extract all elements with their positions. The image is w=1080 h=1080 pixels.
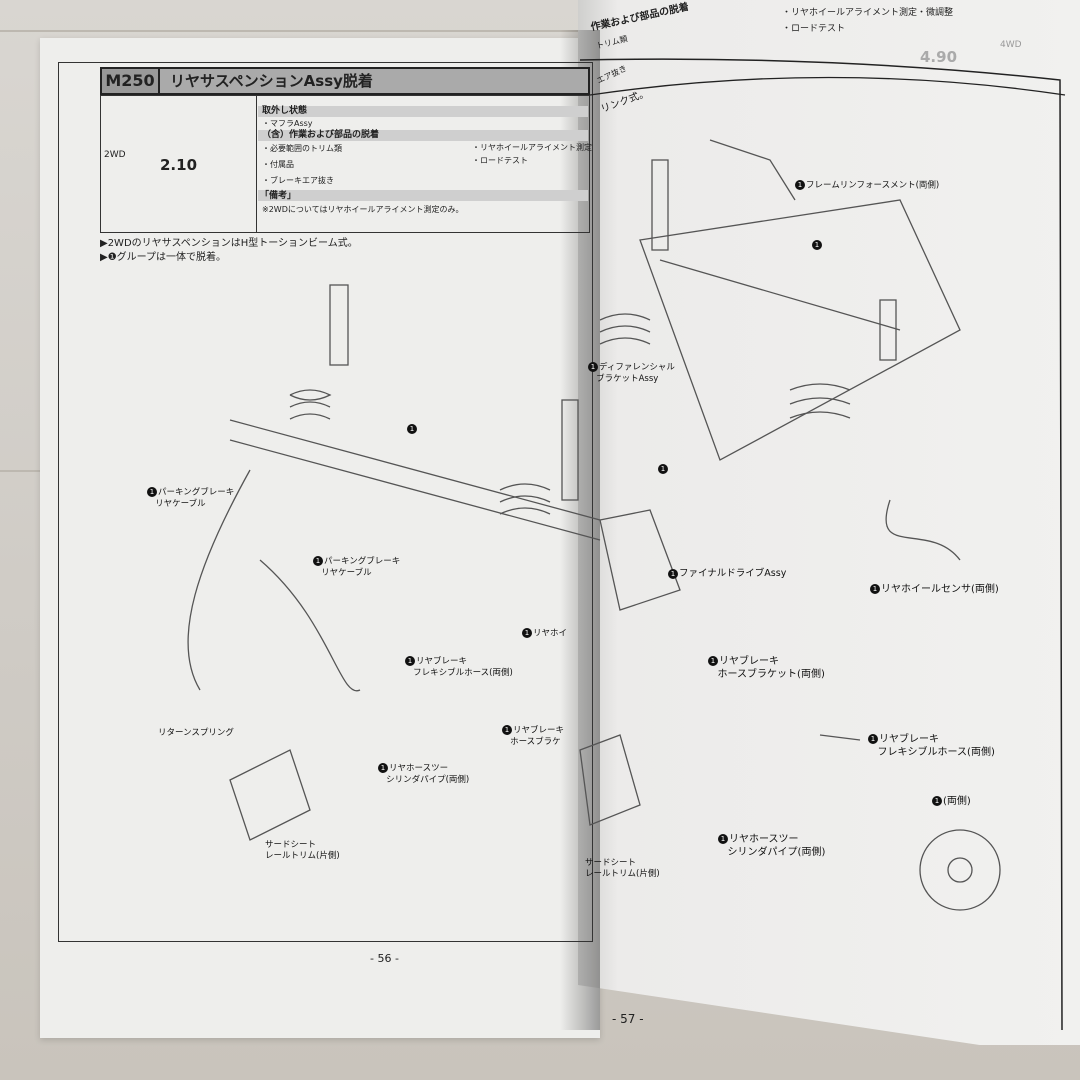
callout-badge: 1 bbox=[407, 424, 417, 434]
label-text: シリンダパイプ(両側) bbox=[386, 774, 470, 785]
callout: 1 bbox=[407, 424, 418, 436]
section-title: リヤサスペンションAssy脱着 bbox=[170, 72, 373, 90]
included-item: ・付属品 bbox=[262, 160, 294, 169]
label-text: ホースブラケ bbox=[510, 736, 561, 747]
label-seat-trim: サードシートレールトリム(片側) bbox=[265, 840, 340, 862]
right-drive: 4WD bbox=[1000, 40, 1022, 50]
included-item: ・リヤホイールアライメント測定 bbox=[472, 143, 592, 152]
removal-state-heading: 取外し状態 bbox=[262, 106, 308, 116]
work-table bbox=[100, 95, 590, 233]
band bbox=[258, 106, 588, 117]
right-hours: 4.90 bbox=[920, 48, 958, 66]
floor-seam bbox=[0, 30, 1080, 32]
callout-badge: 1 bbox=[522, 628, 532, 638]
label-text: (両側) bbox=[943, 796, 971, 807]
label-text: ディファレンシャル bbox=[599, 362, 675, 373]
label-text: リヤブレーキ bbox=[719, 656, 779, 667]
label-text: フレームリンフォースメント(両側) bbox=[806, 180, 940, 191]
label-text: リヤホースツー bbox=[389, 763, 449, 774]
callout-badge: 1 bbox=[718, 834, 728, 844]
label-text: パーキングブレーキ bbox=[324, 556, 401, 567]
band bbox=[258, 130, 588, 141]
label-text: フレキシブルホース(両側) bbox=[413, 667, 513, 678]
callout-badge: 1 bbox=[502, 725, 512, 735]
label-seat-trim: サードシートレールトリム(片側) bbox=[585, 858, 660, 880]
callout-badge: 1 bbox=[405, 656, 415, 666]
included-item: ・ロードテスト bbox=[472, 156, 528, 165]
callout-badge: 1 bbox=[870, 584, 880, 594]
page-number-left: - 56 - bbox=[370, 952, 399, 965]
remarks-heading: 「備考」 bbox=[260, 191, 297, 201]
label-return-spring: リターンスプリング bbox=[158, 728, 234, 738]
label-text: リヤブレーキ bbox=[879, 734, 939, 745]
callout-badge: 1 bbox=[868, 734, 878, 744]
included-item: ・ブレーキエア抜き bbox=[262, 176, 334, 185]
label-text: ブラケットAssy bbox=[596, 373, 659, 384]
label-text: リヤケーブル bbox=[155, 498, 206, 509]
callout-badge: 1 bbox=[313, 556, 323, 566]
label-text: シリンダパイプ(両側) bbox=[727, 847, 826, 858]
label-text: リヤブレーキ bbox=[416, 656, 468, 667]
right-page bbox=[578, 0, 1080, 1045]
label-text: ファイナルドライブAssy bbox=[679, 568, 787, 579]
right-top-item: ・リヤホイールアライメント測定・微調整 bbox=[782, 8, 954, 18]
table-divider bbox=[256, 95, 257, 233]
callout-badge: 1 bbox=[658, 464, 668, 474]
callout-badge: 1 bbox=[932, 796, 942, 806]
drive-type: 2WD bbox=[104, 150, 126, 160]
page-number-right: - 57 - bbox=[612, 1012, 644, 1026]
callout-badge: 1 bbox=[812, 240, 822, 250]
callout-badge: 1 bbox=[708, 656, 718, 666]
label-text: レールトリム(片側) bbox=[585, 869, 660, 880]
callout: 1 bbox=[812, 240, 823, 252]
included-item: ・必要範囲のトリム類 bbox=[262, 144, 342, 153]
note: ▶2WDのリヤサスペンションはH型トーションビーム式。 bbox=[100, 238, 358, 249]
label-text: リヤホースツー bbox=[729, 834, 799, 845]
note: ▶❶グループは一体で脱着。 bbox=[100, 252, 227, 263]
removal-state-item: ・マフラAssy bbox=[262, 119, 313, 128]
remarks-text: ※2WDについてはリヤホイールアライメント測定のみ。 bbox=[262, 205, 464, 214]
callout: 1 bbox=[658, 464, 669, 476]
included-heading: （含）作業および部品の脱着 bbox=[262, 130, 380, 140]
label-text: リヤホイ bbox=[533, 628, 568, 639]
label-text: サードシート bbox=[265, 840, 317, 850]
label-text: ホースブラケット(両側) bbox=[717, 669, 825, 680]
label-text: サードシート bbox=[585, 858, 637, 868]
label-text: リヤブレーキ bbox=[513, 725, 565, 736]
label-both-sides: 1(両側) bbox=[932, 795, 971, 808]
section-header: M250 リヤサスペンションAssy脱着 bbox=[100, 67, 590, 95]
work-hours: 2.10 bbox=[160, 156, 198, 174]
section-code: M250 bbox=[102, 69, 160, 93]
label-text: リヤケーブル bbox=[321, 567, 372, 578]
callout-badge: 1 bbox=[795, 180, 805, 190]
label-text: レールトリム(片側) bbox=[265, 851, 340, 862]
callout-badge: 1 bbox=[378, 763, 388, 773]
callout-badge: 1 bbox=[147, 487, 157, 497]
left-page-frame bbox=[58, 62, 593, 942]
label-text: パーキングブレーキ bbox=[158, 487, 235, 498]
callout-badge: 1 bbox=[668, 568, 678, 579]
right-top-item: ・ロードテスト bbox=[782, 24, 846, 34]
label-text: フレキシブルホース(両側) bbox=[877, 747, 995, 758]
left-page bbox=[40, 38, 600, 1038]
callout-badge: 1 bbox=[588, 362, 598, 372]
band bbox=[258, 190, 588, 201]
label-text: リヤホイールセンサ(両側) bbox=[881, 584, 999, 595]
